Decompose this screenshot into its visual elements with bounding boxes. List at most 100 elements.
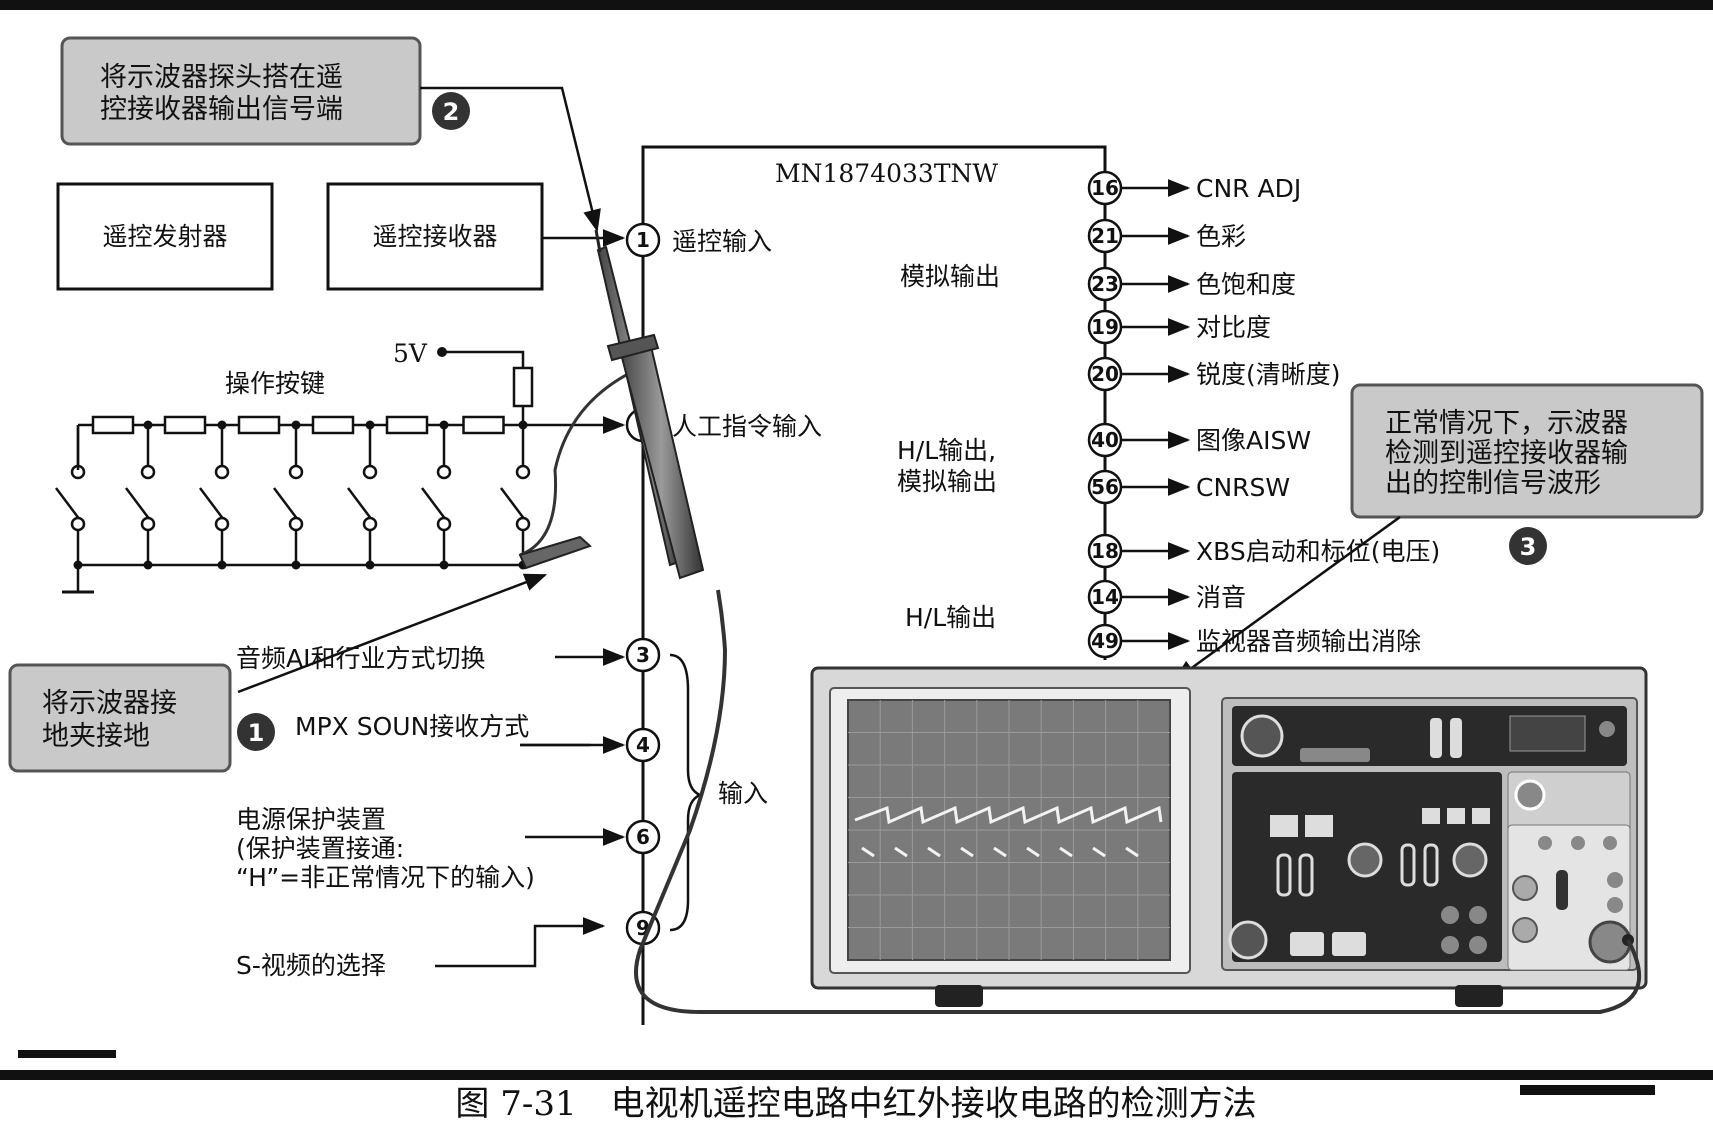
scope-grid (848, 700, 1170, 960)
transmitter-block: 遥控发射器 (56, 182, 274, 291)
figure-caption: 图 7-31 电视机遥控电路中红外接收电路的检测方法 (455, 1084, 1256, 1121)
group-hl: H/L输出 (905, 603, 996, 632)
pin-40-label: 图像AISW (1196, 426, 1311, 455)
pin-6-num: 6 (636, 825, 650, 849)
scope-handle-slot (1300, 748, 1370, 762)
channel-2-switch[interactable] (1400, 843, 1416, 887)
chip-name: MN1874033TNW (775, 159, 998, 188)
channel-1-switch[interactable] (1276, 853, 1292, 897)
pin-14-label: 消音 (1196, 583, 1246, 612)
pin-56-num: 56 (1091, 475, 1119, 499)
pin-16-label: CNR ADJ (1196, 174, 1301, 203)
small-knob[interactable] (1599, 721, 1615, 737)
pin-9-label: S-视频的选择 (236, 951, 386, 980)
key-resistor (311, 415, 355, 435)
waveform-pulse (894, 846, 908, 858)
badge-3 (1509, 527, 1547, 565)
power-knob[interactable] (1240, 714, 1284, 758)
pin-3 (625, 637, 661, 673)
callout-waveform-line-2: 检测到遥控接收器输 (1385, 438, 1628, 469)
callout-waveform-line-1: 正常情况下，示波器 (1385, 408, 1628, 439)
pin-20-num: 20 (1091, 362, 1119, 386)
pin-6 (625, 819, 661, 855)
transmitter-label: 遥控发射器 (102, 222, 227, 251)
input-brace-label: 输入 (718, 779, 768, 808)
key-resistor (237, 415, 281, 435)
bottom-border (0, 1070, 1713, 1080)
pin-18-num: 18 (1091, 539, 1119, 563)
time-div-knob[interactable] (1452, 842, 1488, 878)
key-resistor (91, 415, 135, 435)
probe-cable (634, 589, 1642, 1014)
key-resistors (91, 415, 528, 435)
pin-23-num: 23 (1091, 272, 1119, 296)
group-hl-analog-2: 模拟输出 (897, 467, 997, 496)
badge-2 (432, 92, 470, 130)
waveform-pulse (1026, 846, 1040, 858)
pin-6-label-3: “H”=非正常情况下的输入) (236, 863, 535, 892)
key-switch[interactable] (125, 487, 151, 521)
callout-waveform-arrow (1173, 515, 1401, 682)
pin-3-num: 3 (636, 643, 650, 667)
pin-4-label: MPX SOUN接收方式 (295, 712, 529, 741)
pin-manual-label: 人工指令输入 (672, 412, 822, 441)
pin-56-label: CNRSW (1196, 473, 1290, 502)
pin-4 (625, 727, 661, 763)
key-switch[interactable] (55, 487, 81, 521)
pin-49-label: 监视器音频输出消除 (1196, 627, 1421, 656)
pin-14-num: 14 (1091, 585, 1119, 609)
badge-2-label: 2 (443, 98, 460, 126)
focus-knob[interactable] (1228, 920, 1268, 960)
receiver-block: 遥控接收器 (326, 182, 626, 291)
waveform-trace-upper (854, 805, 1163, 825)
group-hl-analog-1: H/L输出, (897, 436, 996, 465)
pin-18-label: XBS启动和标位(电压) (1196, 537, 1440, 566)
pin-3-label: 音频AI和行业方式切换 (236, 644, 485, 673)
bottom-mark-left (18, 1050, 116, 1058)
pin-21-num: 21 (1091, 224, 1119, 248)
callout-ground: 将示波器接 地夹接地 1 (8, 573, 548, 773)
pin-49-num: 49 (1091, 629, 1119, 653)
scope-display-window (1509, 715, 1586, 752)
pin-40-num: 40 (1091, 428, 1119, 452)
badge-1-label: 1 (248, 719, 265, 747)
waveform-trace-lower (861, 846, 1139, 858)
pin-1-label: 遥控输入 (672, 227, 772, 256)
callout-probe-line-2: 控接收器输出信号端 (100, 94, 343, 125)
key-resistor (163, 415, 207, 435)
key-switch[interactable] (347, 487, 373, 521)
pullup-resistor (512, 366, 534, 408)
callout-probe-line-1: 将示波器探头搭在遥 (100, 62, 343, 93)
volts-div-knob[interactable] (1347, 842, 1383, 878)
group-analog: 模拟输出 (900, 262, 1000, 291)
key-switches (55, 425, 531, 570)
scope-foot-right (1455, 985, 1503, 1007)
pin-23-label: 色饱和度 (1196, 270, 1296, 299)
key-switch[interactable] (500, 487, 526, 521)
callout-ground-arrow (237, 573, 548, 694)
pin-16-num: 16 (1091, 176, 1119, 200)
waveform-pulse (927, 846, 941, 858)
chip-outline (641, 145, 1107, 1025)
waveform-pulse (993, 846, 1007, 858)
pin-4-num: 4 (636, 733, 650, 757)
key-switch[interactable] (199, 487, 225, 521)
pin-1 (625, 222, 661, 258)
callout-ground-line-2: 地夹接地 (42, 721, 150, 752)
supply-label: 5V (393, 339, 428, 368)
oscilloscope (810, 666, 1648, 1007)
key-switch[interactable] (421, 487, 447, 521)
waveform-pulse (960, 846, 974, 858)
pin-1-num: 1 (636, 228, 650, 252)
key-resistor (385, 415, 429, 435)
pin-6-label-1: 电源保护装置 (236, 805, 386, 834)
waveform-pulse (861, 846, 875, 858)
key-matrix: 5V 操作按键 (55, 339, 626, 594)
key-switch[interactable] (273, 487, 299, 521)
top-border (0, 0, 1713, 10)
trigger-knob[interactable] (1514, 779, 1546, 811)
pin-6-label-2: (保护装置接通: (236, 834, 404, 863)
